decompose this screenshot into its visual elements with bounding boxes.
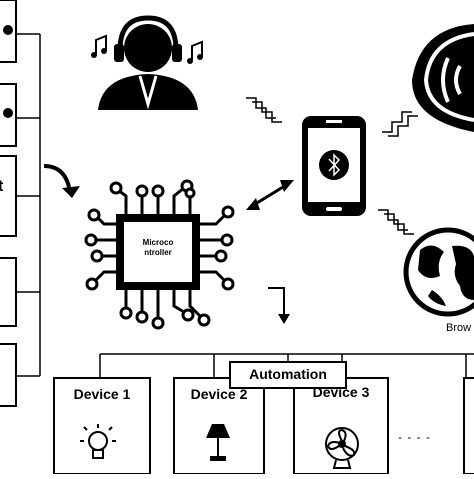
- voice-assistant-icon: [412, 24, 474, 132]
- automation-label: Automation: [249, 366, 327, 382]
- ellipsis-more-devices: - - - -: [398, 430, 431, 444]
- left-box-4: [0, 257, 17, 327]
- bidirectional-arrow: [246, 180, 294, 210]
- fan-icon: [325, 427, 359, 469]
- lamp-icon: [206, 424, 230, 461]
- device-2-label: Device 2: [190, 386, 248, 402]
- globe-icon: [403, 227, 474, 317]
- person-headset-icon: [91, 15, 203, 110]
- browser-label: Brow: [446, 322, 472, 334]
- device-1-label: Device 1: [73, 386, 131, 402]
- automation-box: [229, 361, 347, 389]
- device-3-label: Device 3: [312, 384, 370, 400]
- left-bracket-connector: [16, 33, 41, 377]
- device-n-box: [463, 377, 474, 475]
- microcontroller-label: Microco ntroller: [124, 238, 192, 258]
- left-fragment-1: [3, 25, 13, 35]
- device-3-box: [293, 377, 389, 475]
- left-box-3: [0, 155, 17, 237]
- microcontroller-label-line1: Microco: [142, 238, 174, 247]
- left-box-fragments: [3, 25, 13, 118]
- left-box-5: [0, 343, 17, 407]
- microcontroller-label-line2: ntroller: [144, 248, 172, 257]
- wireless-signal-icons: [246, 97, 418, 235]
- left-fragment-2: [3, 108, 13, 118]
- smartphone-icon: [302, 116, 366, 216]
- microcontroller-chip-icon: [84, 179, 235, 330]
- curved-arrow-head: [62, 186, 80, 198]
- left-box-3-label: t: [0, 178, 4, 195]
- down-arrow-to-automation: [268, 287, 290, 324]
- left-input-boxes: [0, 0, 17, 407]
- light-bulb-icon: [80, 424, 116, 459]
